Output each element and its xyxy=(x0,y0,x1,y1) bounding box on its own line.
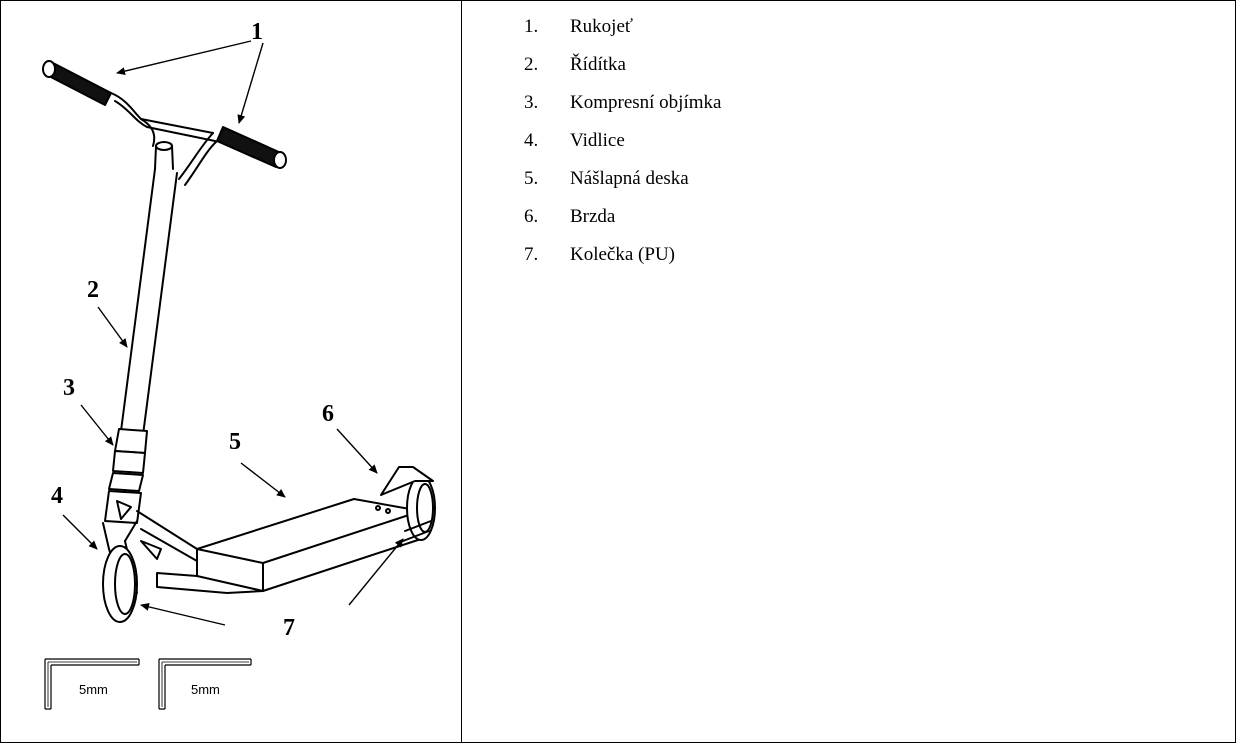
callout-1b-arrow xyxy=(237,42,264,124)
deck xyxy=(156,498,422,594)
front-wheel xyxy=(102,545,138,623)
item-label: Nášlapná deska xyxy=(570,168,689,189)
callout-4: 4 xyxy=(51,483,63,509)
allen-wrench-2 xyxy=(158,658,252,710)
list-item: 6. Brzda xyxy=(524,205,721,243)
callout-1a-arrow xyxy=(116,40,252,76)
item-number: 7. xyxy=(524,244,539,265)
callout-1: 1 xyxy=(251,19,263,45)
item-number: 6. xyxy=(524,206,539,227)
callout-5: 5 xyxy=(229,429,241,455)
item-number: 1. xyxy=(524,16,539,37)
scooter-diagram: 1 2 3 4 5 6 7 5mm 5mm xyxy=(42,19,436,710)
callout-7: 7 xyxy=(283,615,295,641)
list-item: 7. Kolečka (PU) xyxy=(524,243,721,281)
list-item: 4. Vidlice xyxy=(524,129,721,167)
scooter-diagram-cell: 1 2 3 4 5 6 7 5mm 5mm xyxy=(1,1,461,742)
item-number: 5. xyxy=(524,168,539,189)
callout-7b-arrow xyxy=(348,538,404,606)
list-item: 2. Řídítka xyxy=(524,53,721,91)
callout-3-arrow xyxy=(80,404,114,446)
list-item: 3. Kompresní objímka xyxy=(524,91,721,129)
right-grip xyxy=(216,126,287,169)
brake xyxy=(380,466,434,542)
callout-6: 6 xyxy=(322,401,334,427)
item-number: 3. xyxy=(524,92,539,113)
item-label: Kompresní objímka xyxy=(570,92,722,113)
rear-wheel xyxy=(406,475,436,541)
item-label: Vidlice xyxy=(570,130,625,151)
callout-3: 3 xyxy=(63,375,75,401)
wrench-size-label: 5mm xyxy=(191,682,220,697)
callout-2: 2 xyxy=(87,277,99,303)
table-column-divider xyxy=(461,0,462,743)
callout-6-arrow xyxy=(336,428,378,474)
callout-2-arrow xyxy=(97,306,128,348)
item-label: Řídítka xyxy=(570,54,626,75)
handlebar xyxy=(110,92,218,436)
item-number: 2. xyxy=(524,54,539,75)
list-item: 1. Rukojeť xyxy=(524,15,721,53)
item-number: 4. xyxy=(524,130,539,151)
parts-list: 1.Rukojeť 2.Řídítka 3.Kompresní objímka … xyxy=(524,15,721,281)
wrench-size-label: 5mm xyxy=(79,682,108,697)
callout-7a-arrow xyxy=(140,602,226,626)
item-label: Brzda xyxy=(570,206,616,227)
callout-5-arrow xyxy=(240,462,286,498)
compression-clamp xyxy=(104,428,148,524)
allen-wrench-1 xyxy=(44,658,140,710)
callout-4-arrow xyxy=(62,514,98,550)
list-item: 5. Nášlapná deska xyxy=(524,167,721,205)
left-grip xyxy=(42,60,112,106)
item-label: Kolečka (PU) xyxy=(570,244,675,265)
item-label: Rukojeť xyxy=(570,16,634,37)
